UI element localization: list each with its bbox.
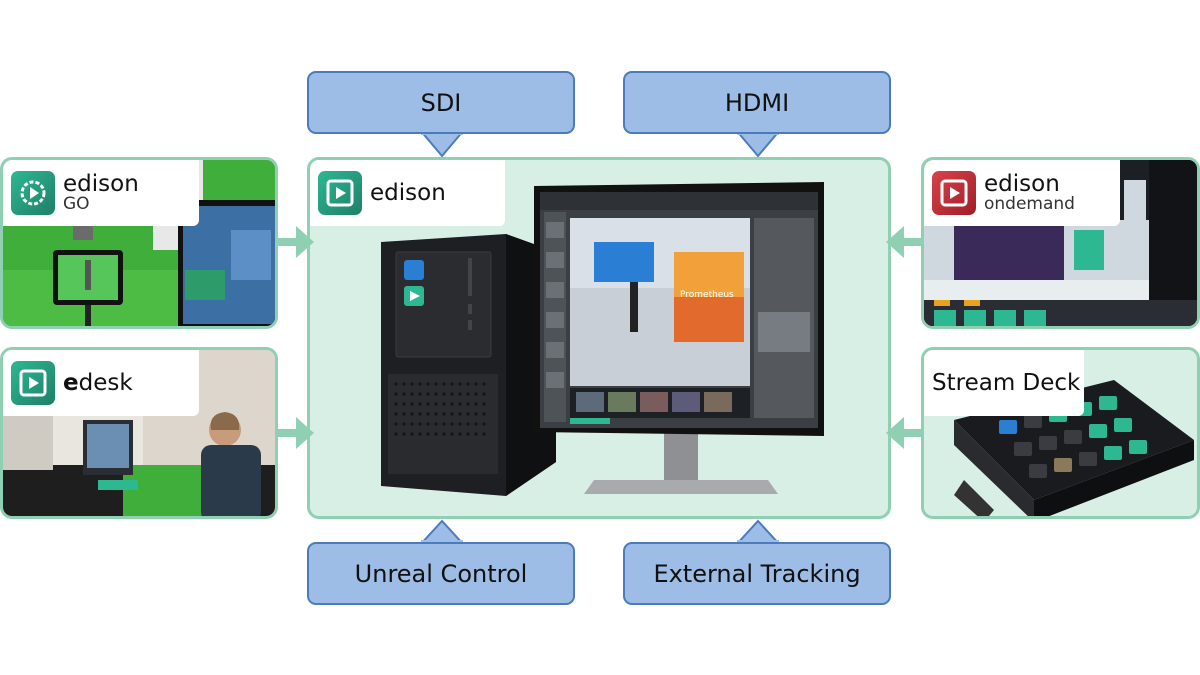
edesk-label-card: edesk <box>3 350 199 416</box>
unreal-control-tag: Unreal Control <box>307 542 575 605</box>
edison-go-brand: edison <box>63 171 139 197</box>
unreal-control-label: Unreal Control <box>354 559 528 588</box>
edesk-panel: edesk <box>0 347 278 519</box>
play-icon <box>940 179 968 207</box>
edison-go-label-card: edison GO <box>3 160 199 226</box>
arrow-ondemand-to-center <box>886 226 924 258</box>
edesk-brand: edesk <box>63 369 133 396</box>
sdi-tag: SDI <box>307 71 575 134</box>
edison-go-panel: edison GO <box>0 157 278 329</box>
edison-ondemand-brand: edison <box>984 171 1060 197</box>
play-icon <box>19 369 47 397</box>
gear-play-icon <box>20 180 46 206</box>
edesk-logo <box>11 361 55 405</box>
stream-deck-panel: Stream Deck <box>921 347 1200 519</box>
edison-ondemand-panel: edison ondemand <box>921 157 1200 329</box>
hdmi-connector <box>736 130 780 158</box>
sdi-connector <box>420 130 464 158</box>
center-label-card: edison <box>310 160 505 226</box>
monitor-screen-brand: Prometheus <box>680 290 734 300</box>
external-tracking-tag: External Tracking <box>623 542 891 605</box>
external-tracking-label: External Tracking <box>653 559 861 588</box>
arrow-streamdeck-to-center <box>886 417 924 449</box>
hdmi-tag: HDMI <box>623 71 891 134</box>
edesk-brand-rest: desk <box>78 369 133 396</box>
center-brand: edison <box>370 179 446 206</box>
edison-logo <box>318 171 362 215</box>
edison-go-logo <box>11 171 55 215</box>
center-edison-panel: edison <box>307 157 891 519</box>
edesk-scene <box>3 350 275 516</box>
edison-ondemand-label-card: edison ondemand <box>924 160 1120 226</box>
hdmi-label: HDMI <box>724 88 790 117</box>
edison-go-sub: GO <box>63 194 90 214</box>
play-icon <box>326 179 354 207</box>
arrow-go-to-center <box>276 226 314 258</box>
arrow-edesk-to-center <box>276 417 314 449</box>
edison-ondemand-logo <box>932 171 976 215</box>
stream-deck-label-card: Stream Deck <box>924 350 1084 416</box>
stream-deck-title: Stream Deck <box>932 369 1081 396</box>
edison-ondemand-sub: ondemand <box>984 194 1075 214</box>
edesk-brand-prefix: e <box>63 369 79 396</box>
monitor <box>534 182 824 494</box>
sdi-label: SDI <box>420 88 462 117</box>
